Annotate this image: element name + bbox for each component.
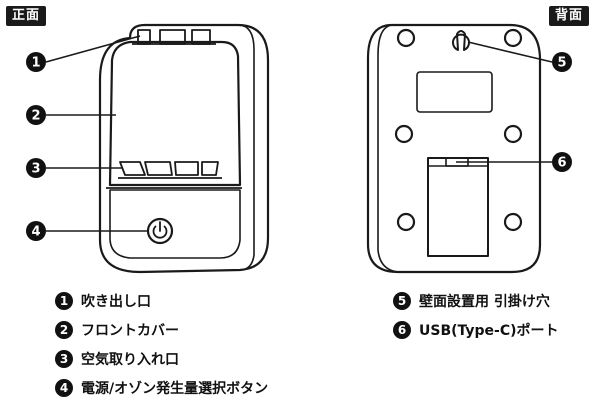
- legend-number: 6: [393, 321, 411, 339]
- callout-2: 2: [26, 105, 46, 125]
- air-intake-vent: [106, 161, 242, 189]
- rubber-foot: [396, 212, 416, 232]
- intake-slot: [174, 161, 199, 176]
- legend-number: 2: [55, 321, 73, 339]
- callout-badges: 1 2 3 4 5 6: [26, 52, 572, 241]
- back-view-label: 背面: [549, 6, 590, 26]
- label-recess: [416, 71, 493, 113]
- front-cover-panel: [108, 40, 242, 187]
- intake-slot: [144, 161, 173, 176]
- legend-number: 1: [55, 292, 73, 310]
- power-button: [146, 217, 174, 245]
- legend-back: 5 壁面設置用 引掛け穴 6 USB(Type-C)ポート: [393, 290, 559, 348]
- front-lower-body: [109, 189, 241, 259]
- legend-item-air-outlet: 1 吹き出し口: [55, 290, 268, 312]
- rubber-foot: [394, 124, 414, 144]
- callout-6: 6: [552, 152, 572, 172]
- legend-label: 空気取り入れ口: [81, 352, 179, 368]
- back-body-outline: [366, 23, 542, 274]
- svg-text:3: 3: [31, 162, 40, 177]
- front-device: [98, 23, 270, 274]
- legend-number: 4: [55, 379, 73, 397]
- callout-4: 4: [26, 221, 46, 241]
- legend-number: 5: [393, 292, 411, 310]
- legend-item-air-intake: 3 空気取り入れ口: [55, 348, 268, 370]
- callout-leaders: [45, 35, 553, 232]
- legend-label: 電源/オゾン発生量選択ボタン: [81, 381, 269, 397]
- legend-item-usb-port: 6 USB(Type-C)ポート: [393, 319, 559, 341]
- svg-text:1: 1: [31, 56, 40, 71]
- svg-text:4: 4: [31, 225, 40, 240]
- front-side-edge: [237, 24, 255, 271]
- legend-item-wall-hole: 5 壁面設置用 引掛け穴: [393, 290, 559, 312]
- front-view-label: 正面: [6, 6, 47, 26]
- intake-slot: [119, 161, 146, 176]
- device-diagram: 1 2 3 4 5 6: [26, 23, 572, 274]
- callout-1: 1: [26, 52, 46, 72]
- legend-item-power-button: 4 電源/オゾン発生量選択ボタン: [55, 377, 268, 399]
- svg-text:2: 2: [31, 109, 40, 124]
- intake-slot: [201, 161, 219, 176]
- svg-text:5: 5: [557, 56, 566, 71]
- legend-label: フロントカバー: [81, 323, 179, 339]
- front-body-outline: [98, 23, 270, 274]
- legend-label: 壁面設置用 引掛け穴: [419, 294, 550, 310]
- usb-port-cover: [427, 157, 489, 257]
- wall-hang-hole: [452, 30, 470, 51]
- legend-item-front-cover: 2 フロントカバー: [55, 319, 268, 341]
- rubber-foot: [503, 212, 523, 232]
- legend-front: 1 吹き出し口 2 フロントカバー 3 空気取り入れ口 4 電源/オゾン発生量選…: [55, 290, 268, 406]
- back-side-edge: [377, 24, 399, 273]
- top-vent: [132, 29, 216, 45]
- legend-label: USB(Type-C)ポート: [419, 323, 559, 339]
- power-icon: [152, 221, 168, 239]
- rubber-foot: [396, 28, 416, 48]
- back-device: [366, 23, 542, 274]
- rubber-foot: [503, 124, 523, 144]
- callout-3: 3: [26, 158, 46, 178]
- callout-5: 5: [552, 52, 572, 72]
- rubber-foot: [503, 28, 523, 48]
- legend-number: 3: [55, 350, 73, 368]
- legend-label: 吹き出し口: [81, 294, 151, 310]
- svg-text:6: 6: [557, 156, 566, 171]
